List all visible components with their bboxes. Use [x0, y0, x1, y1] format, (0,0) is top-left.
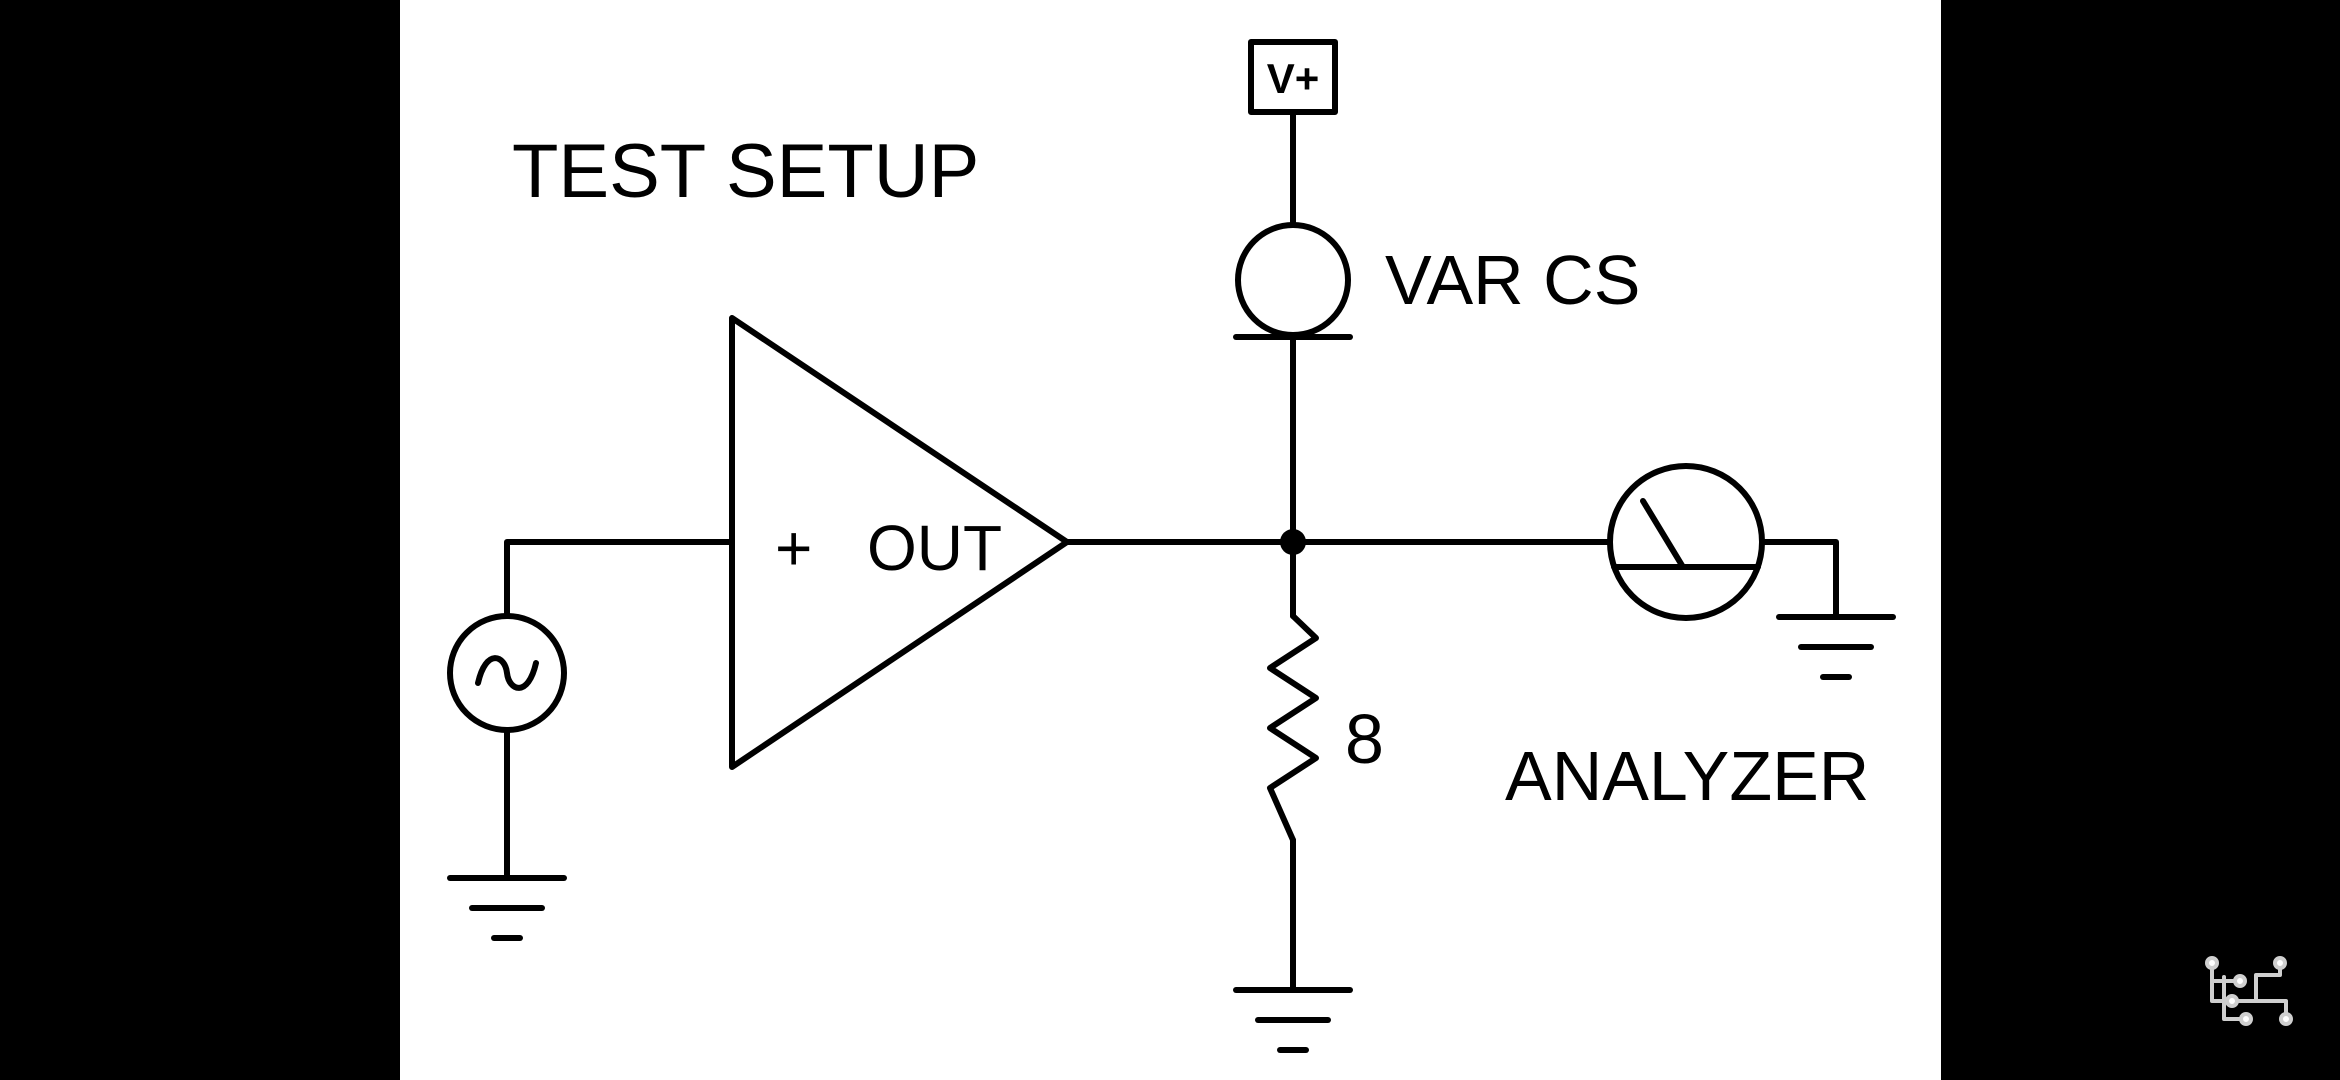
signal-generator — [447, 613, 567, 733]
ground-symbol-resistor — [1233, 987, 1353, 1053]
amplifier-input-label: + — [775, 512, 812, 584]
current-source-label: VAR CS — [1385, 241, 1640, 319]
schematic-diagram: TEST SETUP V+ VAR CS + OUT 8 ANALYZER — [447, 39, 1896, 1053]
supply-label: V+ — [1267, 55, 1320, 102]
generator-wires — [504, 539, 735, 881]
amplifier-output-label: OUT — [867, 512, 1002, 584]
circuit-board-icon-graphic — [2205, 956, 2293, 1026]
ground-symbol-analyzer — [1776, 614, 1896, 680]
circuit-board-icon[interactable] — [2200, 955, 2300, 1027]
letterbox-left — [0, 0, 400, 1080]
junction-dot — [1280, 529, 1306, 555]
ground-symbol-generator — [447, 875, 567, 941]
analyzer-ground-wire — [1759, 539, 1839, 620]
current-source — [1233, 222, 1353, 340]
amplifier-triangle — [729, 315, 1070, 770]
letterbox-right — [1941, 0, 2340, 1080]
diagram-title: TEST SETUP — [512, 129, 979, 214]
analyzer-meter — [1607, 463, 1765, 621]
analyzer-label: ANALYZER — [1505, 737, 1869, 815]
load-resistor — [1267, 613, 1319, 843]
schematic-canvas: TEST SETUP V+ VAR CS + OUT 8 ANALYZER — [400, 0, 1941, 1080]
resistor-label: 8 — [1345, 700, 1384, 778]
